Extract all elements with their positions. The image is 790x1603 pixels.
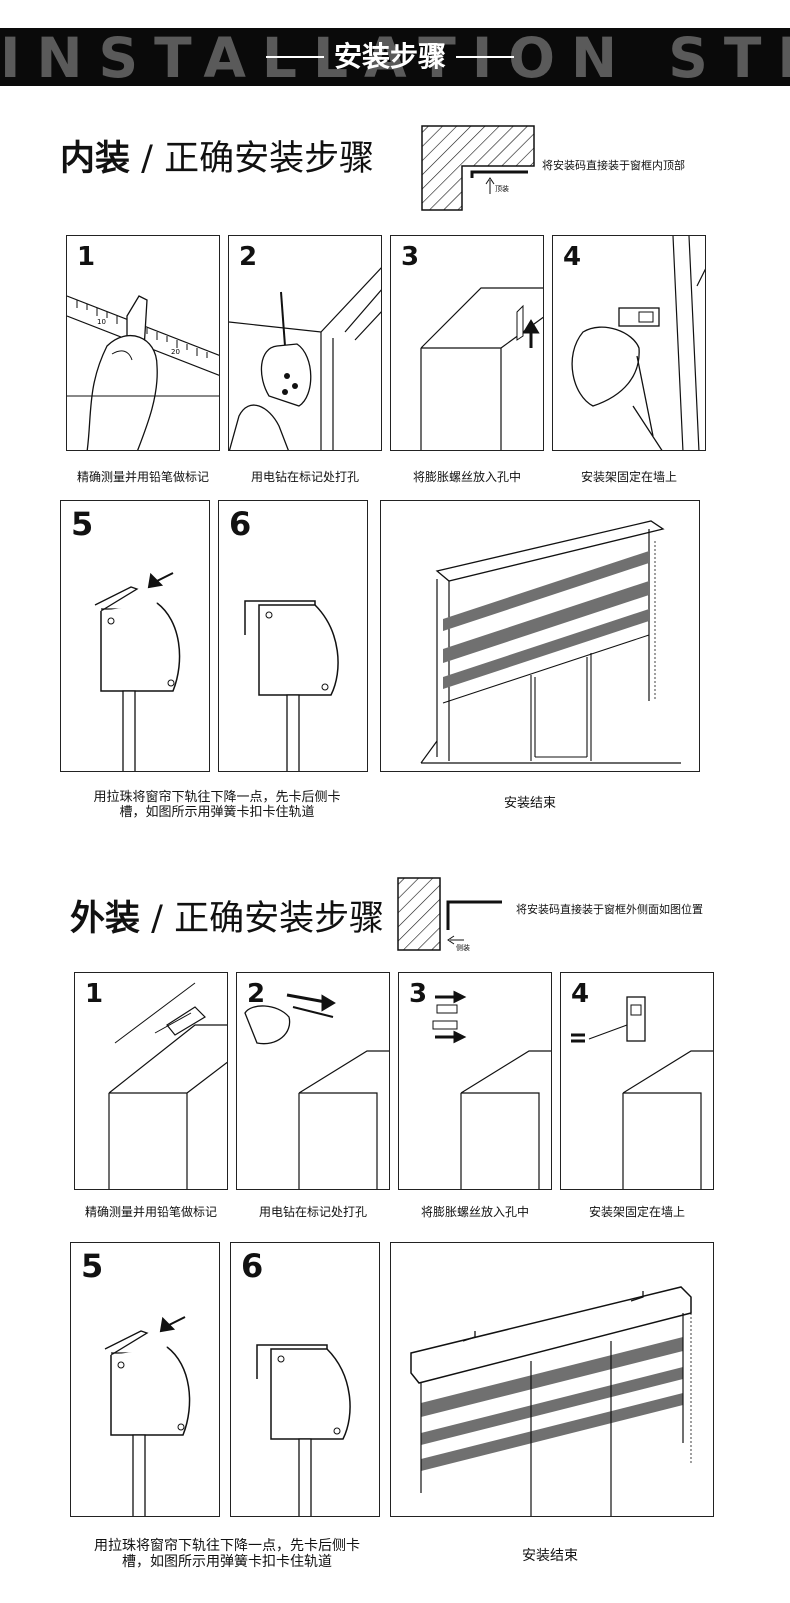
outer-caption-3: 将膨胀螺丝放入孔中 — [398, 1203, 552, 1220]
inner-caption-5-line2: 槽，如图所示用弹簧卡扣卡住轨道 — [52, 805, 382, 820]
step-number: 2 — [247, 979, 265, 1009]
outer-title-main: 外装 — [70, 899, 140, 939]
outer-title-slash: / — [140, 899, 174, 939]
inner-caption-1: 精确测量并用铅笔做标记 — [66, 468, 220, 485]
inner-caption-5: 用拉珠将窗帘下轨往下降一点，先卡后侧卡 槽，如图所示用弹簧卡扣卡住轨道 — [52, 790, 382, 820]
inner-step-4-panel: 4 — [552, 235, 706, 451]
step-number: 6 — [241, 1251, 263, 1281]
step-number: 5 — [81, 1251, 103, 1281]
inner-caption-5-line1: 用拉珠将窗帘下轨往下降一点，先卡后侧卡 — [52, 790, 382, 805]
banner-title: 安装步骤 — [334, 28, 446, 86]
inner-hint: 将安装码直接装于窗框内顶部 — [542, 157, 685, 173]
inner-caption-2: 用电钻在标记处打孔 — [228, 468, 382, 485]
finished-blind-illustration — [381, 501, 700, 772]
header-banner: INSTALLATION STEPS 安装步骤 — [0, 28, 790, 86]
outer-finished-panel — [390, 1242, 714, 1517]
outer-mount-diagram — [394, 874, 506, 954]
inner-title-rest: 正确安装步骤 — [164, 139, 374, 179]
step-number: 2 — [239, 242, 257, 272]
inner-step-2-panel: 2 — [228, 235, 382, 451]
outer-hint: 将安装码直接装于窗框外侧面如图位置 — [516, 901, 703, 917]
step-number: 4 — [563, 242, 581, 272]
banner-title-group: 安装步骤 — [245, 28, 535, 86]
step-number: 1 — [77, 242, 95, 272]
banner-right-rule — [456, 56, 514, 58]
inner-caption-4: 安装架固定在墙上 — [552, 468, 706, 485]
outer-mini-label: 侧装 — [456, 943, 470, 953]
inner-section-title: 内装 / 正确安装步骤 — [60, 130, 374, 181]
step-number: 3 — [409, 979, 427, 1009]
step-number: 4 — [571, 979, 589, 1009]
inner-finished-caption: 安装结束 — [460, 792, 600, 811]
step-number: 1 — [85, 979, 103, 1009]
inner-step-6-panel: 6 — [218, 500, 368, 772]
outer-finished-caption: 安装结束 — [480, 1545, 620, 1565]
outer-caption-5: 用拉珠将窗帘下轨往下降一点，先卡后侧卡 槽，如图所示用弹簧卡扣卡住轨道 — [62, 1538, 392, 1570]
outer-step-4-panel: 4 — [560, 972, 714, 1190]
outer-step-5-panel: 5 — [70, 1242, 220, 1517]
outer-section-title: 外装 / 正确安装步骤 — [70, 890, 384, 941]
ruler-label-20: 20 — [171, 348, 180, 356]
inner-step-3-panel: 3 — [390, 235, 544, 451]
outer-step-3-panel: 3 — [398, 972, 552, 1190]
inner-title-main: 内装 — [60, 139, 130, 179]
step-number: 5 — [71, 509, 93, 539]
outer-caption-5-line2: 槽，如图所示用弹簧卡扣卡住轨道 — [62, 1554, 392, 1570]
step-number: 3 — [401, 242, 419, 272]
inner-mini-label: 顶装 — [495, 184, 509, 194]
outer-caption-5-line1: 用拉珠将窗帘下轨往下降一点，先卡后侧卡 — [62, 1538, 392, 1554]
ruler-label-10: 10 — [97, 318, 106, 326]
outer-step-2-panel: 2 — [236, 972, 390, 1190]
inner-title-slash: / — [130, 139, 164, 179]
step-number: 6 — [229, 509, 251, 539]
banner-left-rule — [266, 56, 324, 58]
outer-caption-2: 用电钻在标记处打孔 — [236, 1203, 390, 1220]
outer-finished-blind-illustration — [391, 1243, 714, 1517]
inner-caption-3: 将膨胀螺丝放入孔中 — [390, 468, 544, 485]
inner-step-5-panel: 5 — [60, 500, 210, 772]
outer-caption-1: 精确测量并用铅笔做标记 — [60, 1203, 242, 1220]
inner-finished-panel — [380, 500, 700, 772]
outer-title-rest: 正确安装步骤 — [174, 899, 384, 939]
outer-caption-4: 安装架固定在墙上 — [560, 1203, 714, 1220]
outer-step-6-panel: 6 — [230, 1242, 380, 1517]
inner-mount-diagram — [418, 122, 538, 214]
outer-step-1-panel: 1 — [74, 972, 228, 1190]
inner-step-1-panel: 10 20 1 — [66, 235, 220, 451]
